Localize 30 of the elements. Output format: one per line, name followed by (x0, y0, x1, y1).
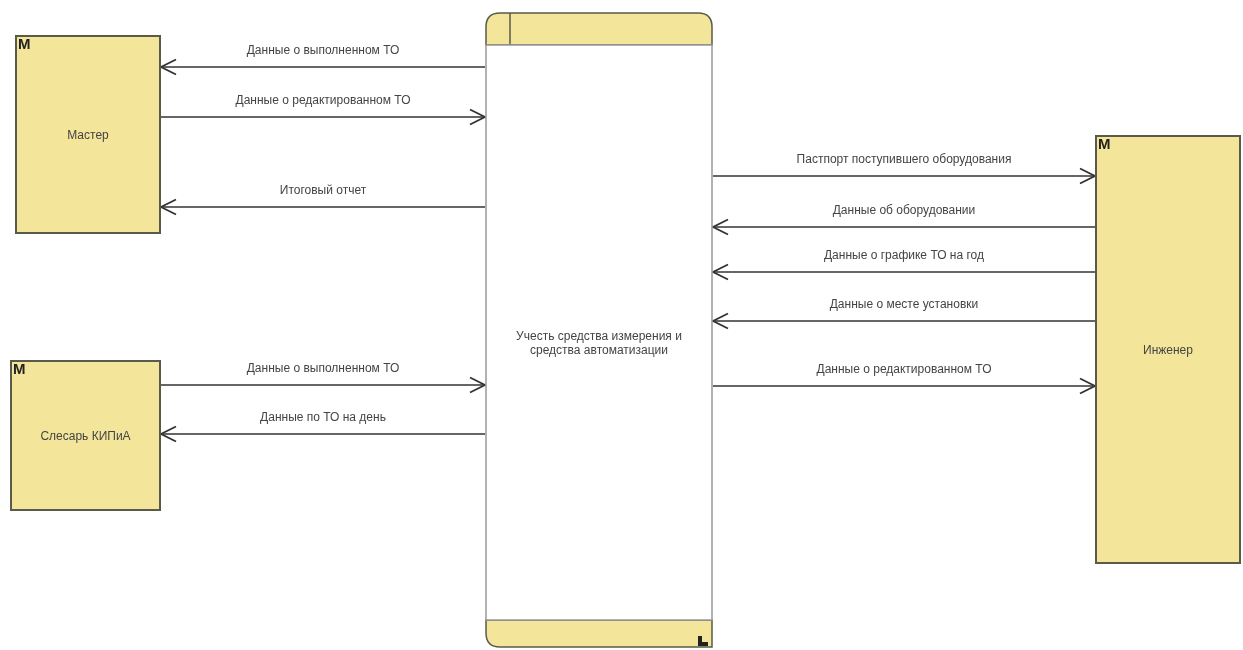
edge-label: Пастпорт поступившего оборудования (794, 152, 1014, 166)
edge-label: Данные о графике ТО на год (822, 248, 986, 262)
entity-label: Слесарь КИПиА (39, 428, 132, 443)
arrow (712, 263, 1096, 281)
entity-marker: М (13, 360, 26, 377)
edge-label: Данные о выполненном ТО (244, 361, 402, 375)
entity-label: Инженер (1142, 342, 1194, 357)
edge-label: Данные по ТО на день (258, 410, 388, 424)
arrow (712, 218, 1096, 236)
arrow (160, 425, 486, 443)
edge-label: Итоговый отчет (277, 183, 369, 197)
edge-label: Данные о месте установки (827, 297, 981, 311)
arrow (712, 377, 1096, 395)
arrow (160, 108, 486, 126)
arrow (160, 376, 486, 394)
entity-label: Мастер (66, 127, 110, 142)
arrow (160, 198, 486, 216)
external-entity-box (1095, 135, 1241, 564)
process-label: Учесть средства измерения и средства автоматизации (515, 328, 683, 357)
arrow (712, 167, 1096, 185)
external-entity-box (15, 35, 161, 234)
entity-marker: М (18, 35, 31, 52)
arrow (160, 58, 486, 76)
entity-marker: М (1098, 135, 1111, 152)
edge-label: Данные о редактированном ТО (814, 362, 994, 376)
external-entity-box (10, 360, 161, 511)
edge-label: Данные о выполненном ТО (244, 43, 402, 57)
edge-label: Данные об оборудовании (830, 203, 978, 217)
edge-label: Данные о редактированном ТО (233, 93, 413, 107)
arrow (712, 312, 1096, 330)
